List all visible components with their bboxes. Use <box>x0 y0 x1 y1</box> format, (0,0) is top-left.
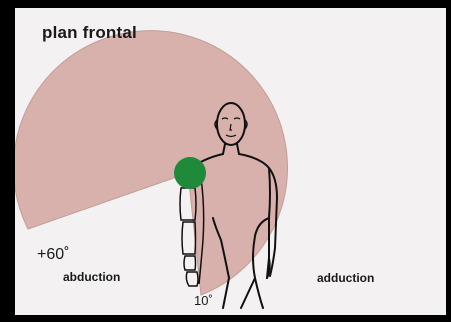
abduction-label: abduction <box>63 270 120 284</box>
shoulder-joint <box>174 157 206 189</box>
diagram-panel: plan frontal +60˚ abduction adduction 10… <box>15 8 446 315</box>
adduction-label: adduction <box>317 271 374 285</box>
shoulder-motion-diagram <box>15 8 446 315</box>
upper-angle-label: +60˚ <box>37 246 69 264</box>
diagram-title: plan frontal <box>42 23 137 43</box>
lower-angle-label: 10˚ <box>194 293 213 308</box>
